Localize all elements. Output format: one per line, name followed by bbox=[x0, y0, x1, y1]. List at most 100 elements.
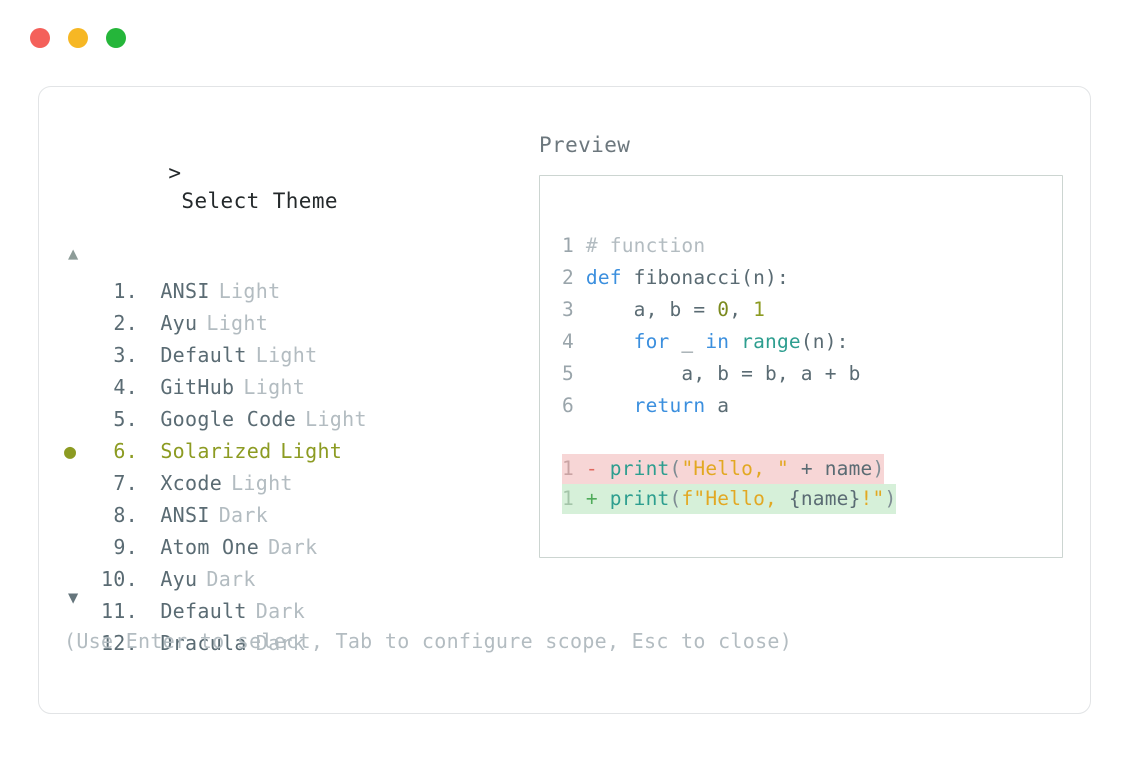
theme-item-index: 5. bbox=[113, 407, 138, 431]
diff-removed-line: 1 - print("Hello, " + name) bbox=[562, 454, 885, 484]
code-token bbox=[586, 394, 634, 417]
theme-item-variant: Dark bbox=[255, 599, 306, 623]
theme-item-variant: Dark bbox=[255, 631, 306, 655]
selected-bullet-icon: ● bbox=[64, 531, 92, 563]
theme-item-index: 10. bbox=[100, 567, 138, 591]
theme-item-name: GitHub bbox=[160, 375, 235, 399]
theme-item-name: Dracula bbox=[160, 631, 247, 655]
selected-bullet-icon: ● bbox=[64, 499, 92, 531]
code-token: + name bbox=[788, 457, 873, 480]
theme-item-spacer bbox=[138, 339, 160, 371]
code-token: range bbox=[741, 330, 801, 353]
theme-item-index: 9. bbox=[113, 535, 138, 559]
code-token: a bbox=[705, 394, 730, 417]
selected-bullet-icon: ● bbox=[64, 439, 77, 463]
code-token: 1 bbox=[753, 298, 766, 321]
code-line-number: 4 bbox=[562, 330, 586, 353]
code-token: # function bbox=[585, 234, 706, 257]
theme-item-name: Default bbox=[160, 343, 247, 367]
diff-line-number: 1 bbox=[562, 487, 586, 510]
theme-list-item[interactable]: ● 9. Atom One Dark bbox=[64, 531, 534, 563]
preview-label: Preview bbox=[539, 133, 631, 157]
code-line-number: 6 bbox=[562, 394, 586, 417]
selected-bullet-icon: ● bbox=[64, 307, 92, 339]
theme-item-spacer bbox=[138, 499, 160, 531]
code-token: ) bbox=[872, 457, 885, 480]
keyboard-hint-text: (Use Enter to select, Tab to configure s… bbox=[64, 629, 793, 653]
window-minimize-button[interactable] bbox=[68, 28, 88, 48]
theme-item-name: Default bbox=[160, 599, 247, 623]
page-title: > Select Theme bbox=[64, 131, 534, 243]
theme-item-name: Atom One bbox=[160, 535, 260, 559]
code-line: 1 # function bbox=[562, 230, 1052, 262]
theme-item-index: 6. bbox=[113, 439, 138, 463]
theme-item-index: 3. bbox=[113, 343, 138, 367]
code-token: "Hello, " bbox=[681, 457, 789, 480]
theme-item-variant: Light bbox=[243, 375, 306, 399]
diff-added-line: 1 + print(f"Hello, {name}!") bbox=[562, 484, 897, 514]
theme-item-variant: Light bbox=[218, 279, 281, 303]
code-line-number: 1 bbox=[562, 234, 586, 257]
window-close-button[interactable] bbox=[30, 28, 50, 48]
theme-item-variant: Dark bbox=[206, 567, 256, 591]
theme-list-item[interactable]: ● 4. GitHub Light bbox=[64, 371, 534, 403]
theme-item-variant: Dark bbox=[268, 535, 318, 559]
code-token: for bbox=[633, 330, 670, 353]
theme-item-index: 8. bbox=[113, 503, 138, 527]
diff-line-row: 1 - print("Hello, " + name) bbox=[562, 454, 1052, 484]
window-titlebar bbox=[0, 0, 1129, 76]
code-token: {name} bbox=[788, 487, 861, 510]
theme-item-spacer bbox=[138, 467, 160, 499]
code-token bbox=[729, 330, 741, 353]
code-token: !" bbox=[860, 487, 885, 510]
page-title-text bbox=[168, 189, 181, 213]
scroll-down-arrow-icon[interactable]: ▼ bbox=[68, 588, 79, 608]
selected-bullet-icon: ● bbox=[64, 371, 92, 403]
code-token: ( bbox=[669, 457, 682, 480]
theme-item-index: 1. bbox=[113, 279, 138, 303]
window-maximize-button[interactable] bbox=[106, 28, 126, 48]
theme-item-name: Ayu bbox=[160, 567, 198, 591]
scroll-up-arrow-icon[interactable]: ▲ bbox=[68, 244, 79, 264]
diff-line-row: 1 + print(f"Hello, {name}!") bbox=[562, 484, 1052, 514]
code-token: a, b = b, a + b bbox=[585, 362, 861, 385]
code-blank-line bbox=[562, 422, 1052, 454]
theme-item-index: 4. bbox=[113, 375, 138, 399]
code-token: ) bbox=[884, 487, 897, 510]
theme-item-index: 11. bbox=[100, 599, 138, 623]
code-token: def bbox=[585, 266, 634, 289]
code-token: , bbox=[729, 298, 754, 321]
theme-item-variant: Light bbox=[231, 471, 293, 495]
theme-item-spacer bbox=[138, 563, 160, 595]
theme-item-variant: Light bbox=[280, 439, 343, 463]
theme-item-variant: Light bbox=[305, 407, 367, 431]
prompt-caret-icon: > bbox=[168, 161, 182, 185]
code-token: (n): bbox=[741, 266, 789, 289]
theme-item-index: 2. bbox=[113, 311, 138, 335]
code-token bbox=[586, 330, 634, 353]
theme-item-name: Ayu bbox=[160, 311, 198, 335]
code-line-number: 2 bbox=[562, 266, 586, 289]
theme-item-name: ANSI bbox=[160, 279, 210, 303]
theme-item-name: Xcode bbox=[160, 471, 223, 495]
code-line-number: 5 bbox=[562, 362, 586, 385]
code-token: 0 bbox=[717, 298, 730, 321]
theme-item-spacer bbox=[138, 531, 160, 563]
theme-item-spacer bbox=[138, 371, 160, 403]
theme-item-spacer bbox=[138, 595, 160, 627]
code-token: in bbox=[705, 330, 730, 353]
